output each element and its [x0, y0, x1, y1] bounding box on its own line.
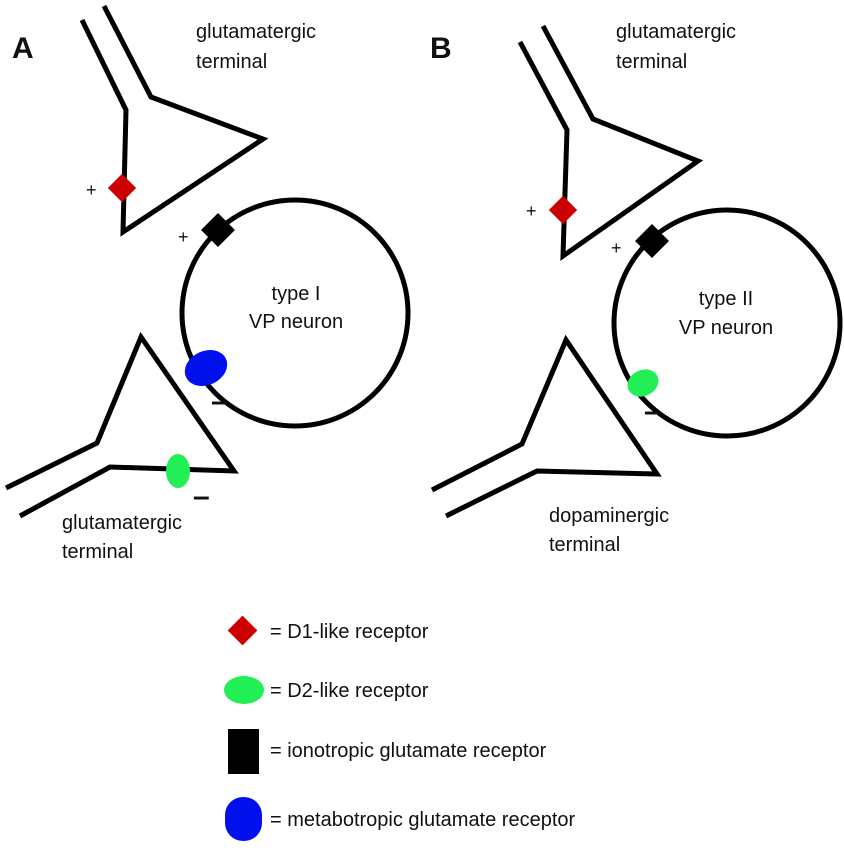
- panel-a-bottom-terminal: –: [4, 331, 239, 519]
- panel-a-top-terminal-label-1: glutamatergic: [196, 21, 316, 43]
- panel-b-d1-receptor: [548, 195, 578, 225]
- panel-b-top-terminal-outline: [517, 24, 704, 261]
- legend: = D1-like receptor = D2-like receptor = …: [224, 615, 576, 841]
- panel-a-neuron-label-1: type I: [272, 283, 321, 305]
- panel-a-d1-sign: +: [86, 180, 97, 200]
- panel-a-neuron: + – type I VP neuron: [178, 197, 411, 429]
- d1-receptor-diamond-icon: [227, 615, 258, 646]
- legend-item-d2: = D2-like receptor: [224, 676, 429, 704]
- panel-a-neuron-label-2: VP neuron: [249, 311, 343, 333]
- panel-a-bottom-terminal-outline: [4, 331, 239, 519]
- legend-label-d2: = D2-like receptor: [270, 680, 429, 702]
- panel-b-top-terminal: +: [517, 24, 704, 261]
- panel-a-top-terminal-label-2: terminal: [196, 51, 267, 73]
- panel-b: B + glutamatergic terminal + – type II V…: [430, 21, 843, 556]
- panel-b-bottom-terminal-outline: [430, 334, 662, 519]
- panel-a-letter: A: [12, 32, 34, 65]
- panel-b-iono-sign: +: [611, 238, 622, 258]
- panel-a-d2-sign: –: [193, 480, 210, 513]
- panel-b-d2-receptor: [627, 369, 659, 397]
- legend-item-ionotropic: = ionotropic glutamate receptor: [228, 729, 547, 774]
- legend-item-metabotropic: = metabotropic glutamate receptor: [225, 797, 576, 841]
- panel-b-d1-sign: +: [526, 201, 537, 221]
- panel-a-top-terminal-outline: [79, 4, 269, 237]
- panel-b-top-terminal-label-1: glutamatergic: [616, 21, 736, 43]
- panel-a-neuron-body: [179, 197, 411, 429]
- d2-receptor-ellipse-icon: [224, 676, 264, 704]
- panel-b-neuron: + – type II VP neuron: [611, 207, 843, 439]
- panel-b-bottom-terminal-label-1: dopaminergic: [549, 505, 669, 527]
- panel-b-letter: B: [430, 32, 452, 65]
- legend-label-ionotropic: = ionotropic glutamate receptor: [270, 740, 547, 762]
- panel-a-ionotropic-receptor: [201, 213, 235, 247]
- panel-a-bottom-terminal-label-1: glutamatergic: [62, 512, 182, 534]
- panel-a-d1-receptor: [107, 173, 137, 203]
- legend-label-d1: = D1-like receptor: [270, 621, 429, 643]
- metabotropic-receptor-oval-icon: [225, 797, 262, 841]
- legend-item-d1: = D1-like receptor: [227, 615, 429, 646]
- panel-b-ionotropic-receptor: [635, 224, 669, 258]
- panel-b-neuron-body: [611, 207, 843, 439]
- panel-a-d2-receptor: [166, 454, 190, 488]
- panel-b-top-terminal-label-2: terminal: [616, 51, 687, 73]
- panel-b-neuron-label-2: VP neuron: [679, 317, 773, 339]
- ionotropic-receptor-rect-icon: [228, 729, 259, 774]
- panel-a-iono-sign: +: [178, 227, 189, 247]
- panel-a-bottom-terminal-label-2: terminal: [62, 541, 133, 563]
- panel-a-metabo-sign: –: [211, 385, 228, 418]
- panel-b-bottom-terminal: [430, 334, 662, 519]
- panel-b-bottom-terminal-label-2: terminal: [549, 534, 620, 556]
- panel-a: A + glutamatergic terminal + – type I VP…: [4, 4, 411, 563]
- panel-b-d2-sign: –: [644, 395, 661, 428]
- legend-label-metabotropic: = metabotropic glutamate receptor: [270, 809, 576, 831]
- panel-a-metabotropic-receptor: [184, 350, 228, 386]
- panel-b-neuron-label-1: type II: [699, 288, 753, 310]
